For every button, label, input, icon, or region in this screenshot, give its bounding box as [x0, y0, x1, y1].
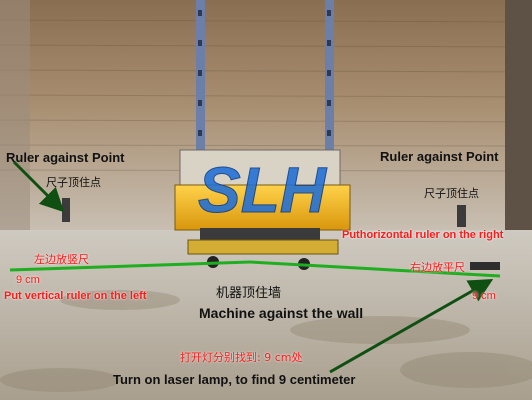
- en-machine-against-wall: Machine against the wall: [199, 305, 364, 321]
- mast-holes: [198, 10, 331, 136]
- left-side-wall: [0, 0, 30, 250]
- ruler-against-point-right: Ruler against Point: [380, 149, 499, 164]
- machine-base: [187, 239, 339, 255]
- right-ruler-post: [457, 205, 466, 227]
- wall-right-edge: [505, 0, 532, 260]
- floor-dirt: [0, 290, 532, 392]
- right-9cm-label: 9 cm: [472, 290, 496, 302]
- cn-machine-against-wall: 机器顶住墙: [216, 286, 282, 301]
- arrow-laser-target: [329, 279, 494, 374]
- machine-mast-left: [196, 0, 205, 160]
- brand-logo: SLH: [198, 154, 328, 226]
- machine-top-hopper: [179, 149, 341, 191]
- floor: [0, 230, 532, 400]
- machine-panel: [200, 228, 320, 242]
- right-ruler-floor: [470, 262, 500, 270]
- laser-line-left: [9, 260, 251, 272]
- cn-left-vertical-ruler: 左边放竖尺: [34, 253, 89, 266]
- cn-laser-instruction: 打开灯分别找到: 9 cm处: [180, 351, 303, 364]
- wall-texture: [0, 19, 532, 172]
- machine-mast-right: [325, 0, 334, 160]
- laser-line-right: [249, 260, 501, 278]
- left-9cm-label: 9 cm: [16, 274, 40, 286]
- cn-ruler-right: 尺子顶住点: [424, 187, 479, 200]
- machine-body: [174, 184, 351, 231]
- en-right-horizontal-ruler: Puthorizontal ruler on the right: [342, 229, 504, 241]
- left-ruler-post: [62, 198, 70, 222]
- en-left-vertical-ruler: Put vertical ruler on the left: [4, 290, 147, 302]
- cn-ruler-left: 尺子顶住点: [46, 176, 101, 189]
- cn-right-horizontal-ruler: 右边放平尺: [410, 261, 465, 274]
- arrow-ruler-left: [12, 160, 65, 213]
- ruler-against-point-left: Ruler against Point: [6, 150, 125, 165]
- en-laser-instruction: Turn on laser lamp, to find 9 centimeter: [113, 372, 356, 387]
